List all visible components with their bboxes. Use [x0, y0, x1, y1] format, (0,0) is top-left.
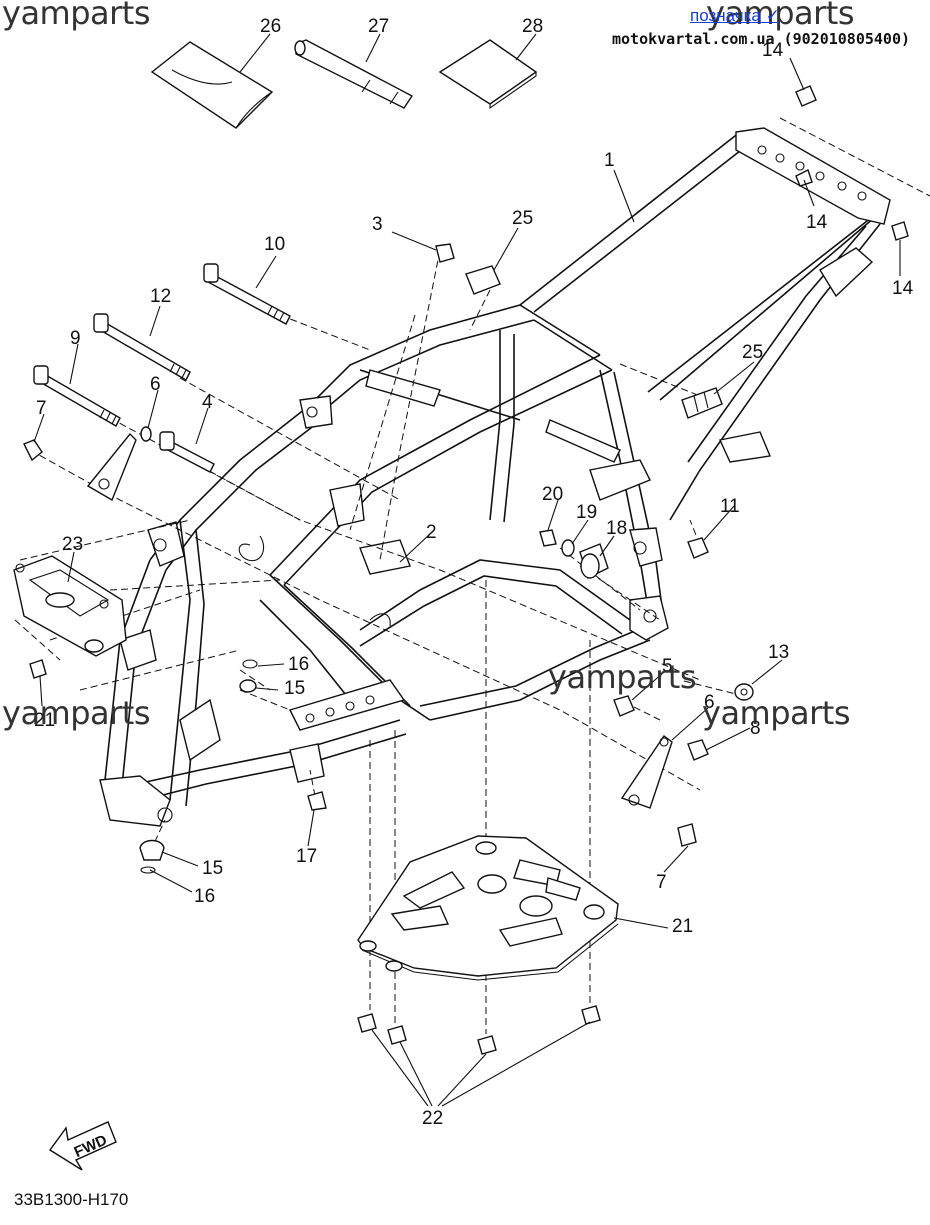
callout-9: 9 — [70, 328, 81, 349]
callout-2: 2 — [426, 522, 437, 543]
part-27-tool-handle — [294, 39, 414, 109]
watermark-top-left: yamparts — [2, 0, 151, 32]
collar-14-mid — [795, 169, 813, 187]
part-28-plate — [438, 39, 538, 110]
bolt-7-right — [677, 823, 697, 847]
callout-8: 8 — [750, 718, 761, 739]
grommet-15-low — [139, 839, 165, 861]
watermark-mid-right: yamparts — [702, 694, 851, 732]
callout-numbers: 26 27 28 14 1 14 14 3 25 10 12 9 25 6 7 … — [34, 16, 914, 1129]
callout-leaders — [33, 33, 901, 1107]
callout-28: 28 — [522, 16, 543, 37]
bolts-22 — [357, 1005, 601, 1055]
collar-14-top — [795, 85, 817, 107]
callout-6-left: 6 — [150, 374, 161, 395]
bolt-17 — [307, 791, 327, 811]
collar-14-right — [891, 221, 909, 241]
site-caption: motokvartal.com.ua (902010805400) — [612, 30, 911, 48]
nut-20 — [539, 529, 557, 547]
bolt-4 — [159, 431, 215, 473]
bolt-10 — [203, 263, 291, 325]
collar-13 — [734, 683, 754, 701]
callout-14-right: 14 — [892, 278, 914, 299]
callout-7-left: 7 — [36, 398, 47, 419]
callout-11: 11 — [720, 496, 740, 517]
rubber-25-top — [465, 265, 501, 295]
callout-26: 26 — [260, 16, 281, 37]
cap-3 — [435, 243, 455, 263]
callout-17: 17 — [296, 846, 317, 867]
callout-23: 23 — [62, 534, 83, 555]
ring-16-low — [140, 866, 156, 874]
rubber-25-right — [681, 387, 723, 419]
callout-6-right: 6 — [704, 692, 715, 713]
grommet-15-mid — [239, 679, 257, 693]
part-26-manual-pouch — [150, 41, 274, 129]
callout-16-low: 16 — [194, 886, 215, 907]
bracket-6-left — [86, 432, 137, 502]
bracket-6-right — [620, 734, 673, 809]
nut-8 — [687, 739, 709, 761]
ring-16-mid — [242, 659, 258, 669]
callout-21-left: 21 — [34, 710, 55, 731]
nut-5 — [613, 695, 635, 717]
callout-15-mid: 15 — [284, 678, 305, 699]
callout-4: 4 — [202, 392, 213, 413]
callout-25-right: 25 — [742, 342, 763, 363]
washer-19 — [561, 539, 575, 557]
skid-plate-part-21 — [357, 835, 619, 981]
diagram-code: 33B1300-H170 — [14, 1190, 129, 1209]
callout-25-top: 25 — [512, 208, 533, 229]
washer-6-left — [140, 426, 152, 442]
callout-16-mid: 16 — [288, 654, 309, 675]
callout-14-mid: 14 — [806, 212, 828, 233]
callout-7-right: 7 — [656, 872, 667, 893]
watermark-mid-left: yamparts — [2, 694, 151, 732]
callout-18: 18 — [606, 518, 627, 539]
bolt-12 — [93, 313, 191, 381]
nut-11 — [687, 537, 709, 559]
callout-15-low: 15 — [202, 858, 223, 879]
watermark-top-right: yamparts — [706, 0, 855, 32]
bolt-21-left — [29, 659, 47, 679]
bracket-23 — [13, 555, 127, 657]
bolt-7-left — [23, 439, 43, 462]
callout-1: 1 — [604, 150, 615, 171]
callout-22: 22 — [422, 1108, 443, 1129]
callout-14-top: 14 — [762, 40, 784, 61]
callout-21-right: 21 — [672, 916, 693, 937]
callout-13: 13 — [768, 642, 789, 663]
callout-27: 27 — [368, 16, 389, 37]
bolt-9 — [33, 365, 121, 427]
callout-3: 3 — [372, 214, 383, 235]
callout-10: 10 — [264, 234, 285, 255]
damper-18 — [579, 543, 609, 579]
fwd-arrow-icon: FWD — [48, 1121, 117, 1171]
main-frame-part-1 — [99, 127, 891, 827]
callout-12: 12 — [150, 286, 171, 307]
mark-link[interactable]: позначка ✓ — [690, 6, 780, 25]
callout-19: 19 — [576, 502, 597, 523]
watermark-mid-center: yamparts — [548, 658, 697, 696]
callout-20: 20 — [542, 484, 563, 505]
callout-5: 5 — [662, 656, 673, 677]
